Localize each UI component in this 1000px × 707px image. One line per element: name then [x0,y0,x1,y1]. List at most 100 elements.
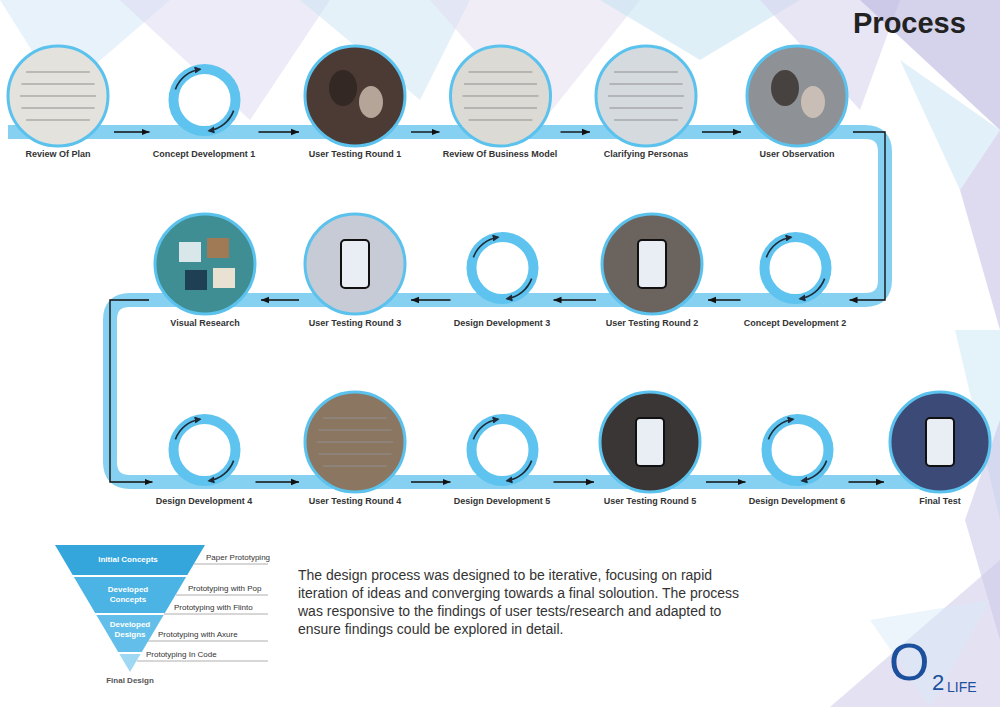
step-shape [746,413,849,496]
collage-tile [207,238,229,258]
sketch-line [317,442,393,443]
collage-tile [179,242,201,262]
step-label: Visual Research [170,318,239,329]
flow-arrow [706,481,746,482]
step-label: Clarifying Personas [604,149,689,160]
photo-step: User Testing Round 4 [299,389,411,507]
logo-number: 2 [932,672,944,694]
photo-circle [596,46,696,146]
method-label: Prototyping with Axure [158,630,238,639]
loop-ring [173,419,235,481]
flow-arrow [561,131,591,132]
band-path [8,132,945,482]
flow-arrow [850,132,886,300]
flow-arrow [259,131,300,132]
sketch-line [463,84,536,85]
sketch-line [323,466,387,467]
loop-arrow [506,279,531,299]
flow-arrow [261,299,299,300]
flow-arrow [411,481,451,482]
iteration-loop: Design Development 4 [153,413,256,507]
step-shape [440,43,561,149]
collage-tile [185,270,207,290]
step-label: User Testing Round 2 [606,318,698,329]
step-label: Concept Development 1 [153,149,256,160]
sketch-line [318,454,391,455]
sketch-line [463,108,536,109]
leader-line [176,595,268,596]
funnel-band-fill [55,545,205,575]
method-label: Prototyping with Pop [188,584,261,593]
sketch-line [318,430,391,431]
collage-tile [213,268,235,288]
method-label: Prototyping with Flinto [174,603,253,612]
bg-triangle [870,600,990,707]
step-label: Design Development 4 [156,496,253,507]
flow-arrow [411,299,451,300]
step-label: User Testing Round 3 [309,318,401,329]
flow-arrow [256,481,300,482]
step-shape [299,43,411,149]
photo-step: Review Of Business Model [440,43,561,160]
loop-ring [471,419,533,481]
person-figure [771,70,799,106]
person-figure [329,70,357,106]
photo-circle [305,392,405,492]
photo-step: User Testing Round 1 [299,43,411,160]
funnel-band-fill [96,615,163,652]
photo-circle [600,392,700,492]
stage-label: Final Design [106,676,154,686]
loop-arrow [768,419,793,439]
photo-circle [450,46,550,146]
step-label: User Testing Round 4 [309,496,401,507]
flow-arrow [114,131,150,132]
leader-line [137,661,268,662]
loop-arrow [799,279,824,299]
photo-step: Review Of Plan [2,43,114,160]
step-label: User Testing Round 1 [309,149,401,160]
stage-label: Developed Designs [100,620,160,640]
funnel-stage: Initial Concepts [54,545,206,575]
loop-ring [766,419,828,481]
bg-triangle [830,560,1000,707]
iteration-loop: Concept Development 1 [150,63,259,160]
step-shape [590,43,702,149]
photo-circle [155,214,255,314]
leader-line [164,614,268,615]
step-label: Review Of Business Model [443,149,558,160]
loop-arrow [175,69,200,89]
leader-line [148,641,268,642]
iteration-loop: Design Development 5 [451,413,554,507]
step-label: User Observation [759,149,834,160]
step-shape [150,63,259,149]
step-shape [451,413,554,496]
loop-arrow [766,237,791,257]
step-label: Design Development 3 [454,318,551,329]
phone-figure [638,240,666,288]
flow-arrow [554,481,595,482]
loop-ring [471,237,533,299]
step-shape [149,211,261,318]
photo-circle [305,214,405,314]
step-shape [2,43,114,149]
sketch-line [26,120,90,121]
method-label: Paper Prototyping [206,553,270,562]
photo-step: User Testing Round 5 [594,389,706,507]
step-shape [596,211,708,318]
photo-circle [602,214,702,314]
flow-arrow [708,299,741,300]
funnel-band-fill [74,577,186,613]
loop-arrow [801,461,826,481]
flow-arrow [702,131,741,132]
flow-arrow [849,481,885,482]
step-shape [884,389,996,496]
flow-arrow [554,299,597,300]
loop-arrow [208,461,233,481]
step-shape [153,413,256,496]
description-text: The design process was designed to be it… [298,566,756,638]
page-title: Process [853,6,966,40]
step-label: Design Development 6 [749,496,846,507]
leader-line [194,564,268,565]
photo-circle [890,392,990,492]
sketch-line [26,72,90,73]
